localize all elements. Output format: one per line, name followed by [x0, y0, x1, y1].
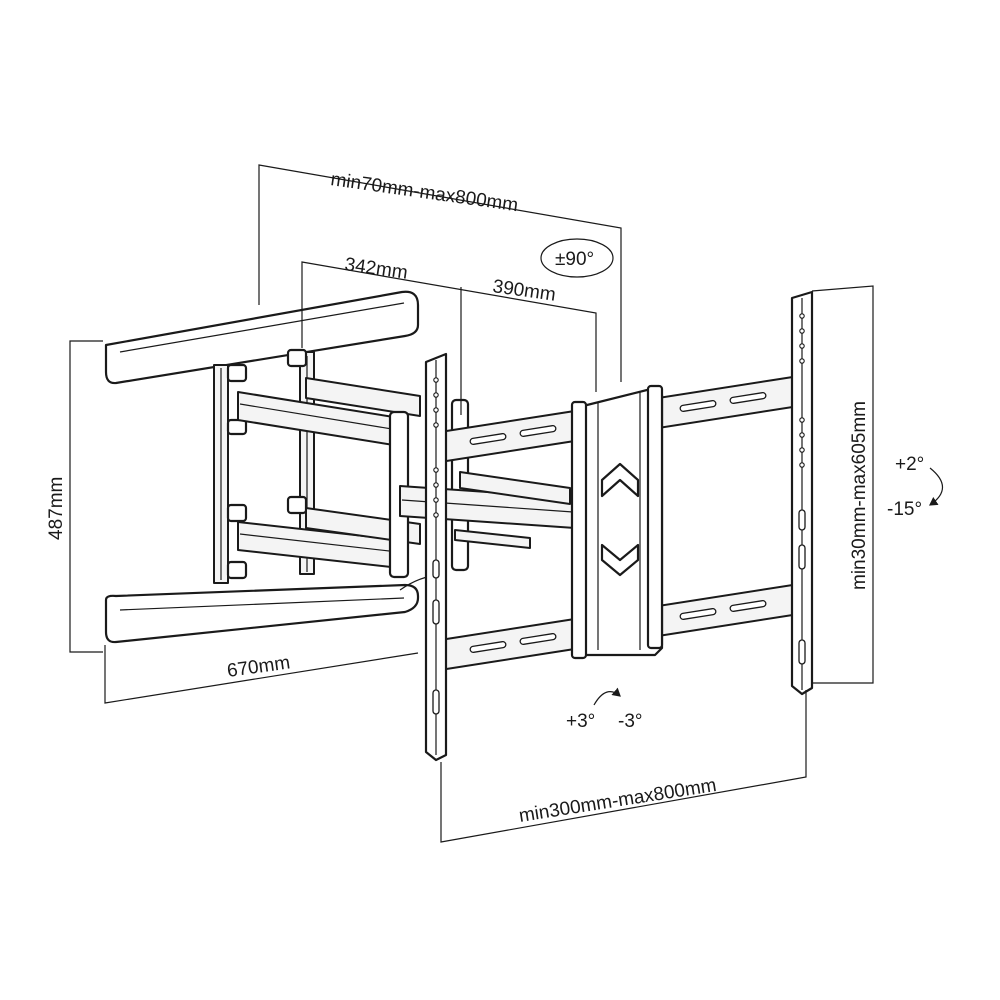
label-swivel: ±90°: [555, 249, 594, 270]
label-tilt-up: +2°: [895, 454, 924, 475]
label-level-minus: -3°: [618, 711, 643, 732]
dimension-lines: [69, 164, 944, 843]
tv-bracket: [424, 290, 814, 762]
label-wall-plate-width: 670mm: [226, 652, 292, 682]
label-vesa-horizontal: min300mm-max800mm: [517, 775, 717, 827]
articulating-arms: [237, 377, 576, 591]
label-tilt-down: -15°: [887, 499, 922, 520]
wall-plate: [104, 290, 420, 644]
label-level-plus: +3°: [566, 711, 595, 732]
label-arm-segment-2: 390mm: [491, 276, 557, 306]
label-wall-plate-height: 487mm: [46, 477, 67, 540]
label-arm-segment-1: 342mm: [343, 254, 409, 284]
label-vesa-vertical: min30mm-max605mm: [849, 401, 870, 590]
label-wall-distance: min70mm-max800mm: [329, 169, 519, 216]
rail-slots: [469, 392, 767, 653]
vertical-arm-holes: [432, 313, 806, 715]
